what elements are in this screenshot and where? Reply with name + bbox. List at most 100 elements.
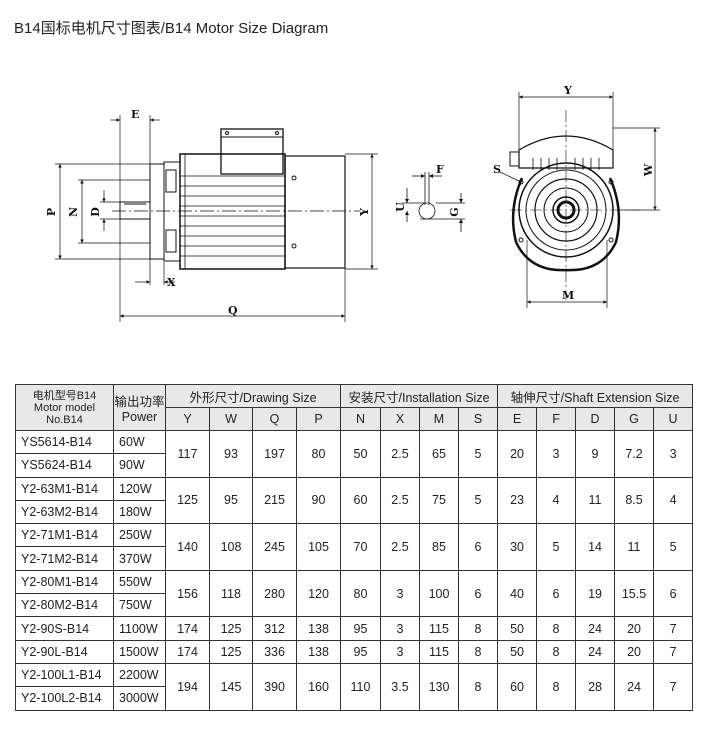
- model-cell: Y2-63M1-B14: [15, 476, 114, 501]
- dimension-cell: 8: [457, 639, 499, 664]
- dimension-cell: 20: [497, 430, 538, 478]
- dimension-cell: 215: [252, 476, 297, 525]
- dimension-cell: 138: [296, 639, 341, 664]
- dim-label-y-side: Y: [358, 208, 371, 217]
- dimension-cell: 50: [497, 616, 538, 641]
- dimension-cell: 6: [653, 569, 694, 618]
- dimension-cell: 115: [419, 639, 459, 664]
- dimension-cell: 14: [575, 523, 616, 571]
- dimension-cell: 125: [209, 639, 253, 664]
- dimension-cell: 5: [536, 523, 577, 571]
- dimension-cell: 2.5: [380, 430, 420, 478]
- header-col: Y: [165, 407, 210, 431]
- header-group: 外形尺寸/Drawing Size: [165, 384, 341, 408]
- dimension-cell: 24: [575, 639, 616, 664]
- dimension-cell: 8: [457, 662, 499, 711]
- power-cell: 3000W: [113, 686, 166, 711]
- model-cell: Y2-90L-B14: [15, 639, 114, 664]
- header-col: X: [380, 407, 420, 431]
- dimension-cell: 95: [340, 639, 381, 664]
- dimension-cell: 28: [575, 662, 616, 711]
- dimension-cell: 5: [457, 476, 499, 525]
- dimension-cell: 194: [165, 662, 210, 711]
- header-col: M: [419, 407, 459, 431]
- dimension-cell: 145: [209, 662, 253, 711]
- motor-body: [179, 153, 286, 270]
- dimension-cell: 20: [614, 639, 655, 664]
- dimension-cell: 85: [419, 523, 459, 571]
- dimension-cell: 5: [457, 430, 499, 478]
- dimension-cell: 15.5: [614, 569, 655, 618]
- dimension-cell: 140: [165, 523, 210, 571]
- dim-label-s: S: [493, 163, 501, 176]
- dimension-cell: 245: [252, 523, 297, 571]
- header-group: 安装尺寸/Installation Size: [339, 384, 499, 408]
- dimension-cell: 3: [536, 430, 577, 478]
- dim-label-d: D: [89, 207, 102, 217]
- dimension-cell: 80: [296, 430, 341, 478]
- dimension-cell: 11: [575, 476, 616, 525]
- dimension-cell: 117: [165, 430, 210, 478]
- motor-dimension-diagram: E P N D X Q Y F U G: [45, 84, 660, 322]
- model-cell: Y2-90S-B14: [15, 616, 114, 641]
- side-view: [55, 115, 378, 322]
- model-cell: YS5624-B14: [15, 453, 114, 478]
- dimension-cell: 160: [296, 662, 341, 711]
- dim-label-n: N: [67, 207, 80, 217]
- dim-label-g: G: [448, 207, 461, 216]
- dimension-cell: 115: [419, 616, 459, 641]
- model-cell: Y2-80M2-B14: [15, 593, 114, 618]
- dimension-cell: 3: [380, 569, 420, 618]
- dimension-cell: 3.5: [380, 662, 420, 711]
- dimension-cell: 6: [536, 569, 577, 618]
- dimension-cell: 3: [380, 639, 420, 664]
- dimension-cell: 8: [536, 616, 577, 641]
- dimension-cell: 130: [419, 662, 459, 711]
- dimension-cell: 60: [497, 662, 538, 711]
- model-cell: Y2-80M1-B14: [15, 569, 114, 595]
- dim-label-m: M: [562, 289, 574, 302]
- header-power-line: Power: [121, 410, 158, 424]
- dimension-cell: 19: [575, 569, 616, 618]
- dimension-cell: 7.2: [614, 430, 655, 478]
- header-model-line: 电机型号B14: [32, 389, 97, 402]
- dimension-cell: 100: [419, 569, 459, 618]
- dimension-cell: 125: [165, 476, 210, 525]
- model-cell: Y2-71M2-B14: [15, 546, 114, 571]
- power-cell: 180W: [113, 499, 166, 525]
- dim-label-y-front: Y: [563, 84, 572, 97]
- dimension-cell: 40: [497, 569, 538, 618]
- header-group: 轴伸尺寸/Shaft Extension Size: [497, 384, 694, 408]
- dimension-cell: 3: [380, 616, 420, 641]
- dimension-cell: 156: [165, 569, 210, 618]
- power-cell: 250W: [113, 523, 166, 548]
- dimension-cell: 5: [653, 523, 694, 571]
- dimension-cell: 20: [614, 616, 655, 641]
- model-cell: Y2-100L1-B14: [15, 662, 114, 688]
- dimension-cell: 75: [419, 476, 459, 525]
- header-col: D: [575, 407, 616, 431]
- dimension-cell: 312: [252, 616, 297, 641]
- model-cell: Y2-100L2-B14: [15, 686, 114, 711]
- dimension-cell: 197: [252, 430, 297, 478]
- dimension-cell: 138: [296, 616, 341, 641]
- dimension-cell: 50: [497, 639, 538, 664]
- dimension-cell: 6: [457, 569, 499, 618]
- power-cell: 90W: [113, 453, 166, 478]
- header-col: E: [497, 407, 538, 431]
- dimension-cell: 95: [209, 476, 253, 525]
- dimension-cell: 6: [457, 523, 499, 571]
- power-cell: 60W: [113, 429, 166, 455]
